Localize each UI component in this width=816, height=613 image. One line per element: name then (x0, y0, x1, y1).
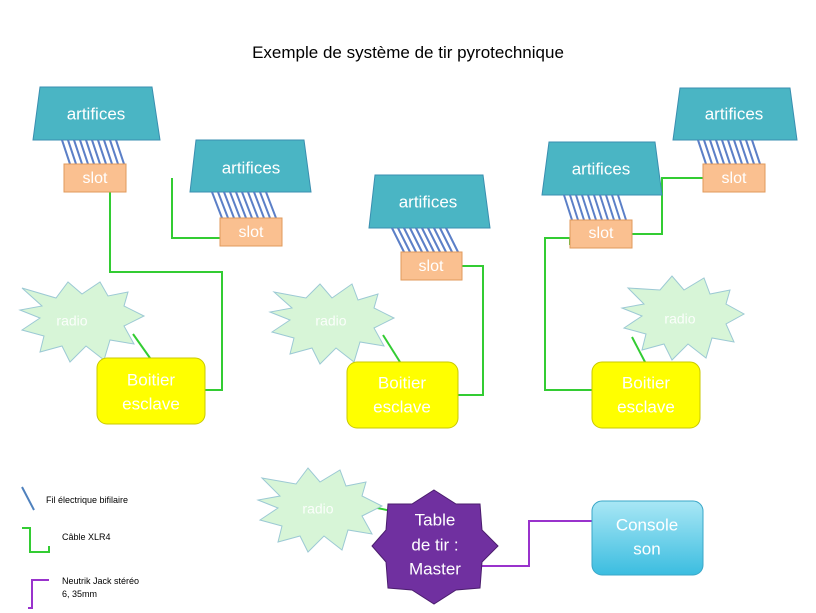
svg-text:Boitier: Boitier (622, 373, 671, 392)
boitier-esclave-right: Boitier esclave (591, 361, 701, 429)
artifices-box (189, 139, 312, 193)
legend-wire-swatch (21, 486, 35, 511)
diagram-title: Exemple de système de tir pyrotechnique (252, 43, 564, 62)
slot-box (400, 251, 463, 281)
radio-label: radio (664, 311, 695, 327)
legend-wire-label: Fil électrique bifilaire (46, 495, 128, 505)
table-de-tir-master: Table de tir : Master (371, 489, 499, 605)
boitier-esclave-center: Boitier esclave (346, 361, 459, 429)
radio-label: radio (315, 313, 346, 329)
jack-cable-master-console (478, 520, 592, 567)
wire-fan (211, 191, 277, 219)
artifices-box (368, 174, 491, 229)
wire-fan (61, 139, 125, 165)
xlr-cable-slot-to-boitier-left (109, 192, 223, 391)
legend-jack-label-1: Neutrik Jack stéréo (62, 576, 139, 586)
artifices-box (541, 141, 663, 196)
boitier-esclave-left: Boitier esclave (96, 357, 206, 425)
svg-text:esclave: esclave (617, 397, 675, 416)
radio-label: radio (56, 313, 87, 329)
radio-burst: radio (268, 283, 396, 365)
wire-fan (697, 139, 761, 165)
artifices-label: artifices (399, 192, 458, 211)
slot-label: slot (239, 224, 264, 241)
xlr-cable-slot-to-slot-left (171, 178, 220, 239)
artifices-label: artifices (67, 104, 126, 123)
svg-text:esclave: esclave (122, 394, 180, 413)
slot-label: slot (722, 170, 747, 187)
xlr-cable-slot-to-boitier-right (544, 237, 592, 391)
slot-box (702, 163, 766, 193)
svg-text:Boitier: Boitier (378, 373, 427, 392)
slot-label: slot (589, 225, 614, 242)
wire-fan (563, 194, 627, 221)
radio-label: radio (302, 501, 333, 517)
artifices-label: artifices (222, 158, 281, 177)
legend-xlr-swatch (22, 527, 50, 553)
artifices-label: artifices (572, 159, 631, 178)
xlr-cable-radio-left (132, 333, 151, 359)
svg-text:Table: Table (415, 510, 456, 529)
console-son: Console son (591, 500, 704, 576)
svg-text:Console: Console (616, 515, 678, 534)
radio-burst: radio (18, 281, 146, 363)
artifices-box (32, 86, 161, 141)
wire-fan (391, 227, 459, 253)
artifices-label: artifices (705, 104, 764, 123)
slot-box (569, 219, 633, 249)
xlr-cable-slot-to-boitier-center (458, 265, 484, 396)
artifices-box (672, 87, 798, 141)
radio-burst: radio (620, 275, 746, 361)
xlr-cable-slot-to-slot-right (632, 177, 703, 235)
svg-text:Boitier: Boitier (127, 370, 176, 389)
radio-burst: radio (256, 467, 384, 553)
slot-label: slot (419, 258, 444, 275)
legend-xlr-label: Câble XLR4 (62, 532, 111, 542)
xlr-cable-radio-center (382, 334, 401, 363)
svg-text:esclave: esclave (373, 397, 431, 416)
svg-text:de tir :: de tir : (411, 535, 458, 554)
slot-label: slot (83, 170, 108, 187)
slot-box (63, 163, 127, 193)
xlr-cable-radio-right (631, 336, 646, 363)
svg-text:Master: Master (409, 559, 461, 578)
legend-jack-label-2: 6, 35mm (62, 589, 97, 599)
svg-text:son: son (633, 539, 660, 558)
legend: Fil électrique bifilaire Câble XLR4 Neut… (21, 486, 139, 609)
slot-box (219, 217, 283, 247)
legend-jack-swatch (28, 579, 49, 609)
